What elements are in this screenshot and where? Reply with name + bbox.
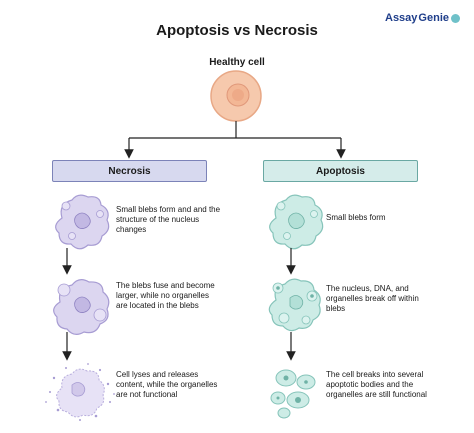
necrosis-stage-1-cell-icon [55,194,110,250]
necrosis-stage-2-cell-icon [53,279,110,335]
apoptosis-step-3-text: The cell breaks into several apoptotic b… [326,370,427,399]
necrosis-step-1-text: Small blebs form and and the structure o… [116,205,221,234]
page-title: Apoptosis vs Necrosis [156,22,318,39]
necrosis-step-3-text: Cell lyses and releases content, while t… [116,370,218,399]
healthy-cell-label: Healthy cell [209,57,265,68]
apoptosis-box: Apoptosis [263,160,418,182]
apoptosis-stage-3-cell-icon [270,369,316,419]
healthy-cell-icon [210,70,262,122]
apoptosis-step-2-text: The nucleus, DNA, and organelles break o… [326,284,419,313]
apoptosis-stage-2-cell-icon [268,278,321,332]
logo-dot-icon [451,13,460,23]
necrosis-stage-3-cell-icon [45,363,115,421]
necrosis-step-2-text: The blebs fuse and become larger, while … [116,281,215,310]
logo-assay-text: Assay [385,12,418,24]
apoptosis-stage-1-cell-icon [269,194,324,250]
logo-genie-text: Genie [418,12,449,24]
apoptosis-step-1-text: Small blebs form [326,213,386,222]
necrosis-box: Necrosis [52,160,207,182]
branch-connector [124,121,346,159]
